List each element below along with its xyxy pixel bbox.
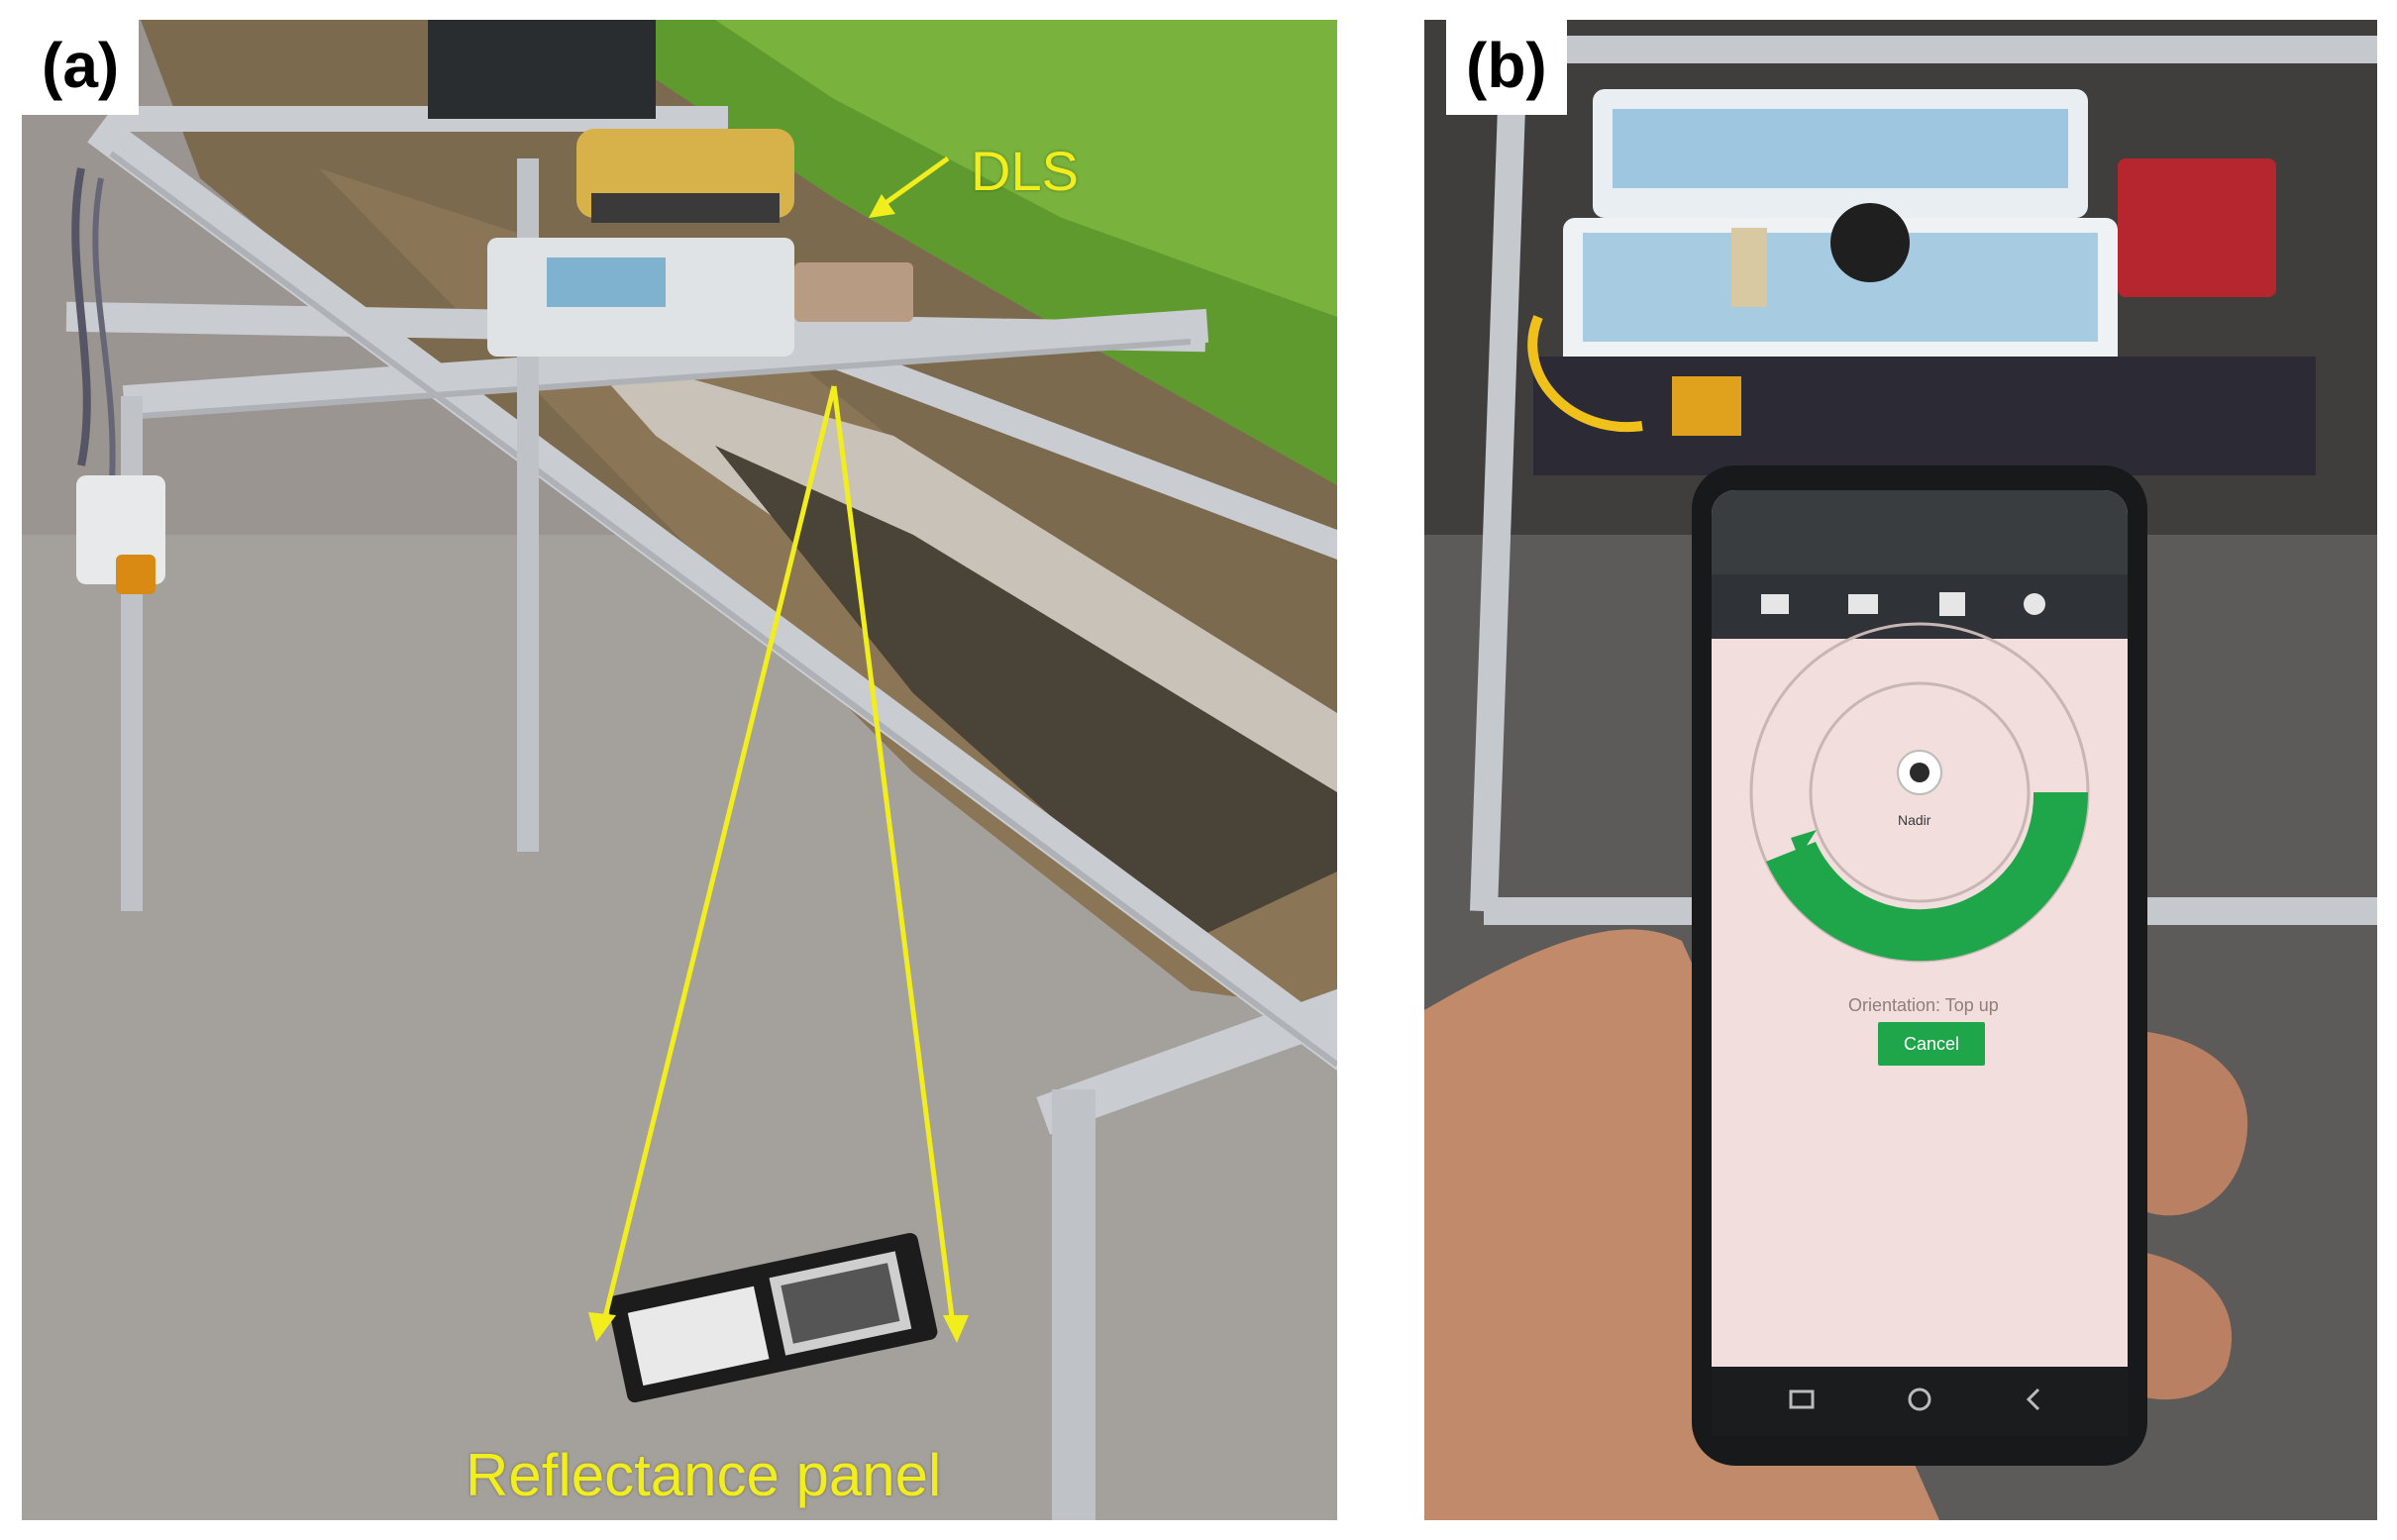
panel-label-a: (a)	[22, 20, 140, 115]
gauge-label: Nadir	[1898, 812, 1931, 828]
panel-label-b: (b)	[1446, 20, 1567, 115]
orientation-status-text: Orientation: Top up	[1848, 995, 1999, 1015]
phone-app-photo	[1424, 20, 2377, 1520]
photo-panel-b: (b) Nadir Orientation: Top up Cancel	[1424, 20, 2377, 1520]
field-setup-photo	[22, 20, 1337, 1520]
reflectance-panel-annotation: Reflectance panel	[466, 1442, 942, 1508]
cancel-button[interactable]: Cancel	[1878, 1022, 1985, 1066]
dls-annotation: DLS	[971, 140, 1079, 202]
photo-panel-a: (a) DLS Reflectance panel	[22, 20, 1337, 1520]
